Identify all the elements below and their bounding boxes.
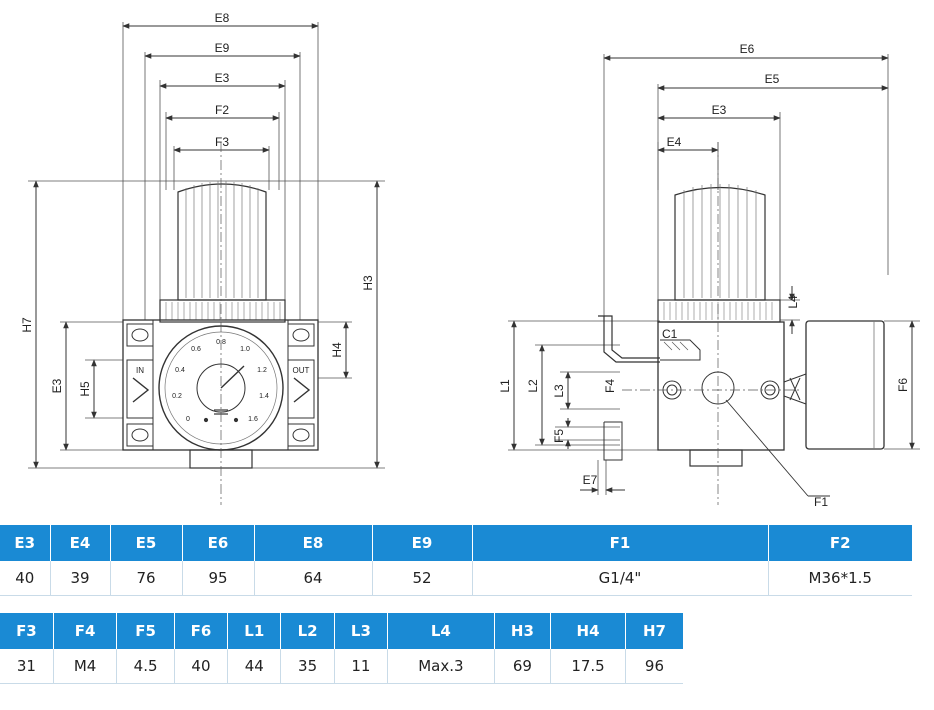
table-row: 31 M4 4.5 40 44 35 11 Max.3 69 17.5 96 <box>0 649 683 684</box>
column-header: F4 <box>53 613 118 649</box>
label-h5: H5 <box>78 381 92 397</box>
table-header-row: F3 F4 F5 F6 L1 L2 L3 L4 H3 H4 H7 <box>0 613 683 649</box>
front-view <box>28 22 385 505</box>
label-l2: L2 <box>526 379 540 393</box>
label-f6: F6 <box>896 378 910 392</box>
technical-drawing: E8 E9 E3 F2 F3 H7 H3 E3 H5 H4 IN OUT 0.6… <box>20 11 920 509</box>
gauge-tick: 0.2 <box>172 393 182 400</box>
label-f1: F1 <box>814 495 828 509</box>
label-e5: E5 <box>765 72 780 86</box>
table-cell: 31 <box>0 649 54 684</box>
gauge-tick: 1.4 <box>259 393 269 400</box>
label-in: IN <box>136 366 144 375</box>
label-e9: E9 <box>215 41 230 55</box>
table-cell: 44 <box>227 649 282 684</box>
spec-table-2: F3 F4 F5 F6 L1 L2 L3 L4 H3 H4 H7 31 M4 4… <box>0 613 683 684</box>
table-cell: M4 <box>53 649 118 684</box>
label-l3: L3 <box>552 384 566 398</box>
column-header: E6 <box>182 525 255 561</box>
label-f2: F2 <box>215 103 229 117</box>
column-header: H4 <box>550 613 626 649</box>
table-cell: 40 <box>0 561 51 596</box>
label-c1: C1 <box>662 327 678 341</box>
table-cell: 76 <box>110 561 183 596</box>
table-cell: 95 <box>182 561 255 596</box>
column-header: L4 <box>387 613 495 649</box>
label-e8: E8 <box>215 11 230 25</box>
label-e3-top: E3 <box>215 71 230 85</box>
table-cell: M36*1.5 <box>768 561 912 596</box>
table-cell: Max.3 <box>387 649 495 684</box>
label-h3: H3 <box>361 275 375 291</box>
column-header: E8 <box>254 525 373 561</box>
table-cell: 39 <box>50 561 111 596</box>
label-f5: F5 <box>552 429 566 443</box>
label-l1: L1 <box>498 379 512 393</box>
side-view-labels: E6 E5 E3 E4 L4 C1 L1 L2 L3 F4 F5 E7 F6 F… <box>498 42 910 509</box>
column-header: F3 <box>0 613 54 649</box>
table-cell: 64 <box>254 561 373 596</box>
gauge-tick: 0.8 <box>216 339 226 346</box>
column-header: L2 <box>280 613 335 649</box>
gauge-tick: 1.0 <box>240 346 250 353</box>
table-row: 40 39 76 95 64 52 G1/4" M36*1.5 <box>0 561 912 596</box>
table-cell: 52 <box>372 561 473 596</box>
label-e3: E3 <box>712 103 727 117</box>
column-header: E3 <box>0 525 51 561</box>
table-cell: 40 <box>174 649 229 684</box>
side-view <box>508 54 920 505</box>
label-h4: H4 <box>330 342 344 358</box>
label-e4: E4 <box>667 135 682 149</box>
front-view-labels: E8 E9 E3 F2 F3 H7 H3 E3 H5 H4 IN OUT 0.6… <box>20 11 375 423</box>
gauge-tick: 0.4 <box>175 367 185 374</box>
column-header: H3 <box>494 613 552 649</box>
column-header: F5 <box>116 613 175 649</box>
column-header: E9 <box>372 525 473 561</box>
label-l4: L4 <box>786 295 800 309</box>
column-header: L1 <box>227 613 282 649</box>
column-header: H7 <box>625 613 683 649</box>
gauge-scale: 0.6 0.8 1.0 0.4 1.2 0.2 1.4 0 1.6 <box>172 339 269 423</box>
column-header: F2 <box>768 525 912 561</box>
column-header: F1 <box>472 525 769 561</box>
spec-table-1: E3 E4 E5 E6 E8 E9 F1 F2 40 39 76 95 64 5… <box>0 525 912 596</box>
label-out: OUT <box>293 366 310 375</box>
label-e7: E7 <box>583 473 598 487</box>
column-header: F6 <box>174 613 229 649</box>
table-cell: 35 <box>280 649 335 684</box>
column-header: L3 <box>334 613 389 649</box>
table-header-row: E3 E4 E5 E6 E8 E9 F1 F2 <box>0 525 912 561</box>
column-header: E5 <box>110 525 183 561</box>
label-e3-side: E3 <box>50 378 64 393</box>
gauge-tick: 0.6 <box>191 346 201 353</box>
gauge-tick: 0 <box>186 416 190 423</box>
column-header: E4 <box>50 525 111 561</box>
table-cell: 69 <box>494 649 552 684</box>
table-cell: 17.5 <box>550 649 626 684</box>
label-h7: H7 <box>20 317 34 333</box>
table-cell: 4.5 <box>116 649 175 684</box>
table-cell: 11 <box>334 649 389 684</box>
label-f4: F4 <box>603 379 617 393</box>
table-cell: G1/4" <box>472 561 769 596</box>
label-f3: F3 <box>215 135 229 149</box>
label-e6: E6 <box>740 42 755 56</box>
table-cell: 96 <box>625 649 683 684</box>
gauge-tick: 1.6 <box>248 416 258 423</box>
gauge-tick: 1.2 <box>257 367 267 374</box>
